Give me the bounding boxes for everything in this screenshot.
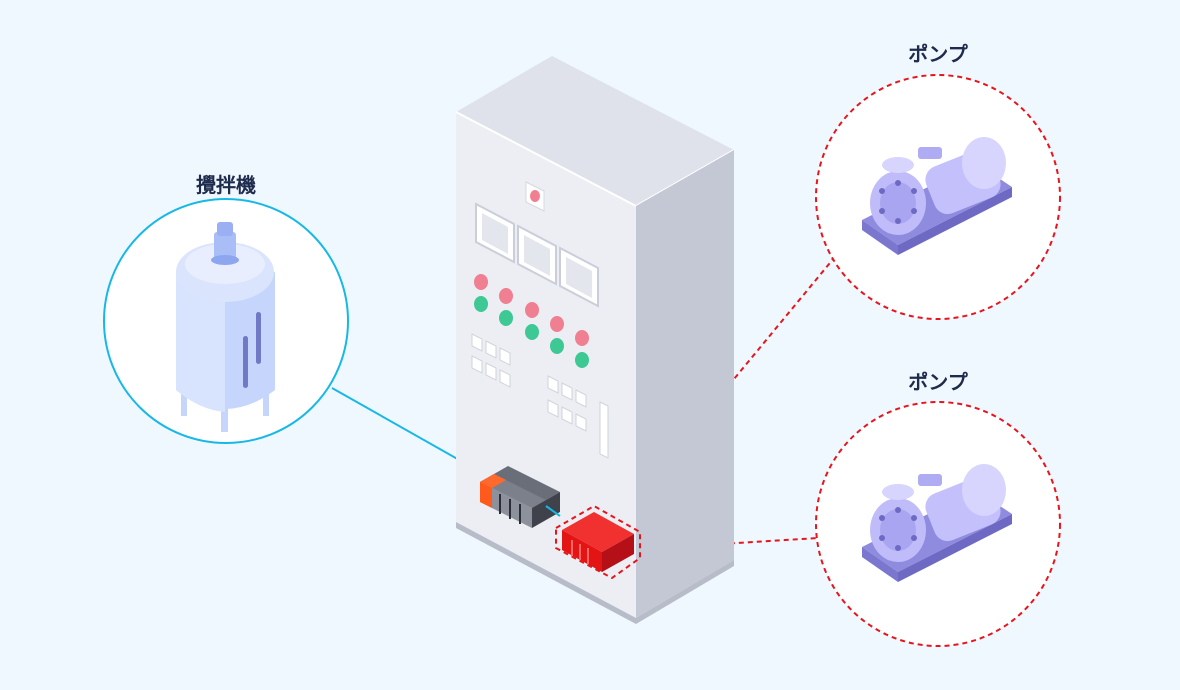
pump-bottom-label: ポンプ bbox=[908, 370, 968, 394]
switch-panel-right bbox=[547, 375, 587, 432]
pump-top-label: ポンプ bbox=[908, 42, 968, 66]
io-module-highlight-outline bbox=[555, 504, 641, 580]
mixer-tank-icon bbox=[176, 222, 275, 432]
pump-icon-bottom bbox=[862, 464, 1012, 582]
mixer-label: 攪拌機 bbox=[196, 173, 256, 197]
cabinet-side bbox=[636, 150, 734, 618]
cabinet-handle bbox=[599, 401, 609, 459]
pump-node-top bbox=[815, 74, 1061, 320]
plc-cpu-module bbox=[480, 466, 561, 528]
pump-icon-top bbox=[862, 137, 1012, 255]
push-buttons bbox=[474, 274, 589, 368]
display-windows bbox=[475, 202, 599, 308]
indicator-lamp bbox=[530, 190, 540, 202]
pump-node-bottom bbox=[815, 401, 1061, 647]
switch-panel-left bbox=[471, 333, 511, 388]
plc-io-module-highlighted bbox=[555, 504, 641, 580]
mixer-node bbox=[103, 198, 349, 444]
cabinet-top bbox=[456, 56, 734, 206]
